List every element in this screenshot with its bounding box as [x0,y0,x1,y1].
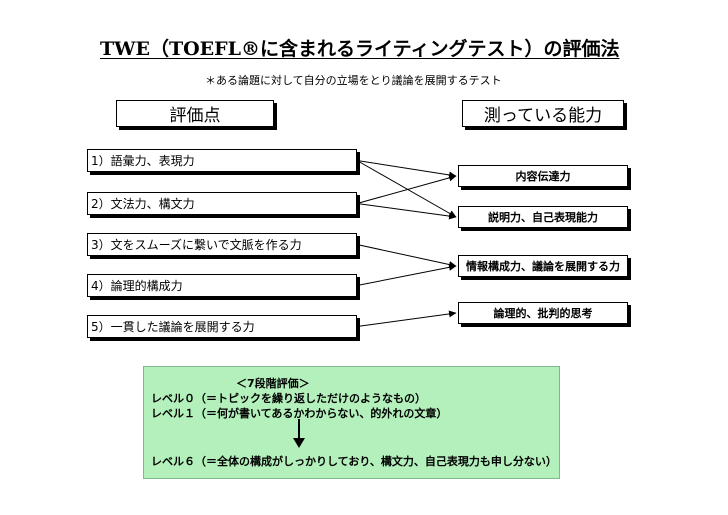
down-arrow-icon [293,419,305,448]
connection-arrow-2 [356,160,457,218]
criteria-header: 評価点 [116,100,274,127]
connection-arrow-3 [356,174,457,204]
evaluation-level-1: レベル１（＝何が書いてあるかわからない、的外れの文章） [151,407,448,420]
connection-arrow-1 [356,160,457,179]
page-subtitle: ＊ある論題に対して自分の立場をとり議論を展開するテスト [205,74,502,87]
criterion-2: 2）文法力、構文力 [87,192,357,215]
evaluation-level-6: レベル６（＝全体の構成がしっかりしており、構文力、自己表現力も申し分ない） [151,455,557,468]
connection-arrow-7 [356,310,457,327]
ability-1: 内容伝達力 [458,165,628,187]
connection-arrow-6 [356,263,457,286]
criterion-1: 1）語彙力、表現力 [87,149,357,172]
criterion-3: 3）文をスムーズに繋いで文脈を作る力 [87,233,357,256]
evaluation-level-0: レベル０（＝トピックを繰り返しただけのようなもの） [151,392,426,405]
criterion-5: 5）一貫した議論を展開する力 [87,315,357,338]
ability-2: 説明力、自己表現能力 [458,206,628,228]
page-title: TWE（TOEFL®に含まれるライティングテスト）の評価法 [100,38,620,60]
connection-arrow-5 [356,244,457,268]
ability-4: 論理的、批判的思考 [458,302,628,324]
ability-3: 情報構成力、議論を展開する力 [458,255,628,277]
criterion-4: 4）論理的構成力 [87,274,357,297]
connection-arrow-4 [356,203,457,220]
evaluation-panel: ＜7段階評価＞ レベル０（＝トピックを繰り返しただけのようなもの） レベル１（＝… [143,366,560,479]
abilities-header: 測っている能力 [462,100,624,127]
evaluation-heading: ＜7段階評価＞ [236,377,310,390]
